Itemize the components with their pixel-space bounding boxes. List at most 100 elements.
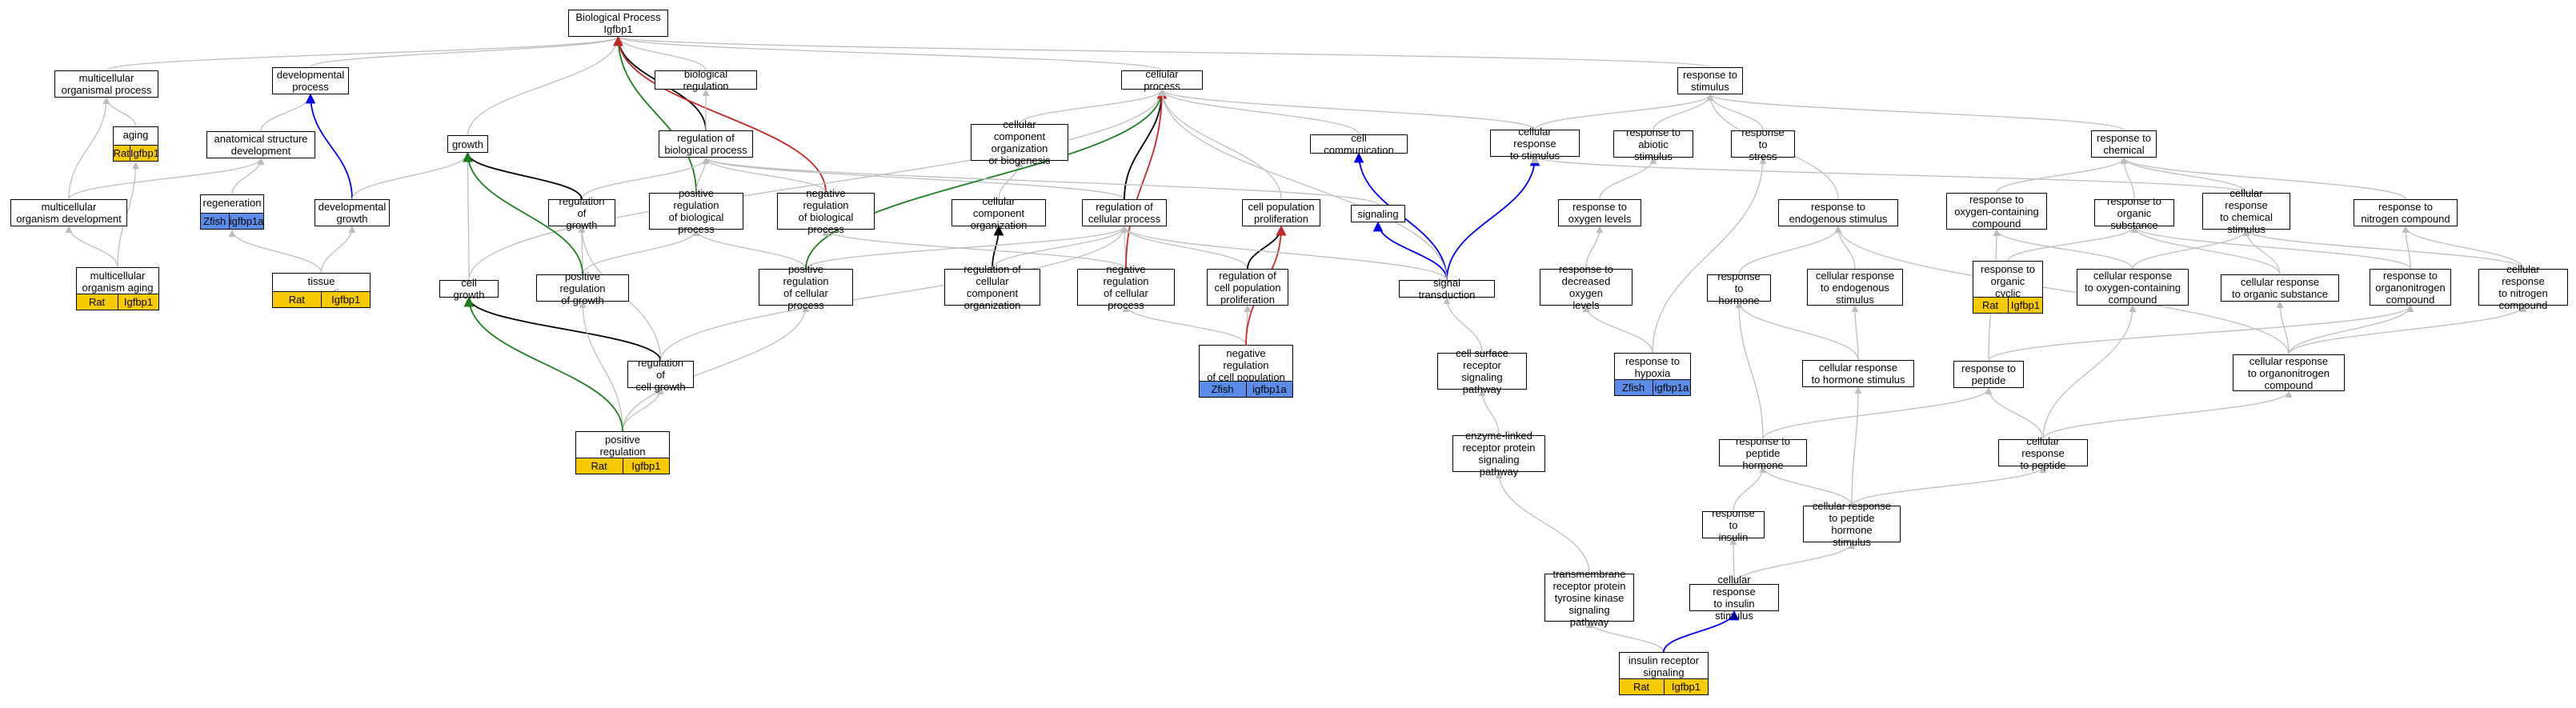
go-term-response-to-decreased-oxygen-levels[interactable]: response to decreased oxygen levels [1540,263,1633,311]
go-term-anatomical-structure-development[interactable]: anatomical structure development [206,131,315,158]
edge-croxy-to-crchem [2132,229,2250,270]
go-term-negative-regulation-of-biological-process[interactable]: negative regulation of biological proces… [777,187,875,235]
go-term-cellular-response-to-insulin-stimulus[interactable]: cellular response to insulin stimulus [1689,574,1779,622]
edge-crhormone-to-rhormone [1735,301,1859,361]
go-term-label: response to nitrogen compound [2361,201,2450,225]
go-term-label: signal transduction [1418,277,1476,301]
go-term-label: multicellular organism development [16,201,122,225]
go-term-response-to-endogenous-stimulus[interactable]: response to endogenous stimulus [1778,199,1898,226]
go-term-label: transmembrane receptor protein tyrosine … [1552,567,1626,628]
edge-regcco-to-cco [992,225,1004,270]
go-term-negative-regulation-of-cell-population-proliferation[interactable]: negative regulation of cell population p… [1198,345,1294,398]
go-term-response-to-nitrogen-compound[interactable]: response to nitrogen compound [2354,199,2458,226]
go-term-cell-communication[interactable]: cell communication [1310,132,1408,156]
go-term-cellular-response-to-oxygen-containing-compound[interactable]: cellular response to oxygen-containing c… [2077,269,2189,306]
go-term-response-to-chemical[interactable]: response to chemical [2091,130,2157,158]
edge-crchem-to-rchem [2120,157,2247,194]
go-term-positive-regulation-of-cell-growth[interactable]: positive regulation of cell growthRatIgf… [575,431,671,474]
go-term-response-to-stress[interactable]: response to stress [1731,126,1795,162]
edge-anatdev-to-devproc [260,94,314,132]
go-term-negative-regulation-of-cellular-process[interactable]: negative regulation of cellular process [1077,263,1175,311]
go-term-signaling[interactable]: signaling [1351,205,1405,222]
go-term-response-to-stimulus[interactable]: response to stimulus [1677,67,1743,94]
go-term-response-to-hormone[interactable]: response to hormone [1707,270,1771,306]
go-term-response-to-oxygen-containing-compound[interactable]: response to oxygen-containing compound [1946,193,2047,230]
go-term-cellular-response-to-hormone-stimulus[interactable]: cellular response to hormone stimulus [1802,360,1914,387]
go-term-cellular-response-to-stimulus[interactable]: cellular response to stimulus [1490,126,1580,162]
species-badge: Rat [288,294,305,306]
go-term-cell-population-proliferation[interactable]: cell population proliferation [1242,199,1320,226]
go-term-signal-transduction[interactable]: signal transduction [1399,277,1495,301]
go-term-growth[interactable]: growth [447,135,488,153]
go-term-cellular-response-to-endogenous-stimulus[interactable]: cellular response to endogenous stimulus [1807,269,1903,306]
go-term-cell-growth[interactable]: cell growth [439,277,499,301]
go-term-label: cellular process [1144,68,1180,92]
go-term-positive-regulation-of-growth[interactable]: positive regulation of growth [536,270,629,306]
edge-crpeptide-to-crorgnitro [2042,390,2293,440]
go-term-label: multicellular organismal process [61,72,152,96]
edge-crtostim-to-cellproc [1158,89,1536,130]
go-term-cellular-response-to-chemical-stimulus[interactable]: cellular response to chemical stimulus [2202,187,2290,235]
go-term-cellular-component-organization-or-biogenesis[interactable]: cellular component organization or bioge… [971,118,1068,166]
go-term-label: positive regulation of growth [559,270,606,306]
go-term-cellular-component-organization[interactable]: cellular component organization [951,195,1046,231]
go-term-developmental-growth[interactable]: developmental growth [314,199,390,226]
go-term-response-to-insulin[interactable]: response to insulin [1702,507,1765,543]
go-term-biological-regulation[interactable]: biological regulation [655,68,757,92]
go-term-response-to-oxygen-levels[interactable]: response to oxygen levels [1558,199,1641,226]
go-term-regulation-of-cellular-component-organization[interactable]: regulation of cellular component organiz… [944,263,1040,311]
go-term-label: positive regulation of cellular process [783,263,829,311]
go-term-regulation-of-cellular-process[interactable]: regulation of cellular process [1082,199,1167,226]
go-term-cellular-response-to-peptide-hormone-stimulus[interactable]: cellular response to peptide hormone sti… [1803,500,1901,548]
go-term-label: response to hypoxia [1625,355,1680,379]
go-term-response-to-abiotic-stimulus[interactable]: response to abiotic stimulus [1613,126,1693,162]
edge-rchem-to-rtostim [1706,94,2125,131]
edge-insrsp-to-crinsulin [1663,610,1740,653]
go-term-response-to-peptide-hormone[interactable]: response to peptide hormone [1719,435,1807,471]
go-term-label: cellular response to hormone stimulus [1811,362,1905,386]
go-term-biological-process-igfbp1[interactable]: Biological Process Igfbp1 [568,10,668,37]
edge-sigtrans-to-signaling [1372,221,1448,281]
go-term-multicellular-organismal-process[interactable]: multicellular organismal process [54,70,158,98]
go-term-cellular-response-to-nitrogen-compound[interactable]: cellular response to nitrogen compound [2478,263,2568,311]
edge-sigtrans-to-regcp [1120,226,1448,281]
go-term-cellular-response-to-peptide[interactable]: cellular response to peptide [1998,435,2088,471]
go-term-cellular-process[interactable]: cellular process [1121,68,1203,92]
go-term-label: cellular response to insulin stimulus [1713,574,1756,622]
go-term-regulation-of-growth[interactable]: regulation of growth [548,195,615,231]
species-badge: Rat [591,460,607,472]
go-term-label: response to chemical [2097,132,2151,156]
go-term-regulation-of-cell-population-proliferation[interactable]: regulation of cell population proliferat… [1207,269,1288,306]
go-term-cellular-response-to-organonitrogen-compound[interactable]: cellular response to organonitrogen comp… [2233,354,2345,391]
go-term-response-to-peptide[interactable]: response to peptide [1953,361,2024,388]
go-term-regulation-of-biological-process[interactable]: regulation of biological process [659,130,753,158]
go-term-response-to-organonitrogen-compound[interactable]: response to organonitrogen compound [2370,269,2451,306]
go-term-developmental-process[interactable]: developmental process [272,67,349,94]
edge-elrpsp-to-csrsp [1478,389,1500,436]
go-term-label: Biological Process Igfbp1 [575,11,661,35]
go-term-insulin-receptor-signaling-pathway[interactable]: insulin receptor signaling pathwayRatIgf… [1618,652,1709,695]
go-term-multicellular-organism-development[interactable]: multicellular organism development [10,199,127,226]
go-term-enzyme-linked-receptor-protein-signaling-pathway[interactable]: enzyme-linked receptor protein signaling… [1452,430,1545,478]
go-term-regulation-of-cell-growth[interactable]: regulation of cell growth [627,357,694,393]
edge-multidev-to-anatdev [68,158,265,200]
go-term-response-to-organic-cyclic-compound[interactable]: response to organic cyclic compoundRatIg… [1972,261,2044,314]
go-term-positive-regulation-of-cellular-process[interactable]: positive regulation of cellular process [759,263,853,311]
edge-negregcp-to-negregbp [822,229,1127,270]
go-term-cell-surface-receptor-signaling-pathway[interactable]: cell surface receptor signaling pathway [1437,347,1527,395]
edge-regcp-to-cellproc [1124,88,1168,200]
go-term-tissue-regeneration[interactable]: tissue regenerationRatIgfbp1 [271,273,371,308]
edge-devgrowth-to-growth [351,152,472,200]
edge-negregbp-to-bp [613,35,827,194]
go-term-positive-regulation-of-biological-process[interactable]: positive regulation of biological proces… [649,187,743,235]
go-term-cellular-response-to-organic-substance[interactable]: cellular response to organic substance [2221,274,2339,302]
go-term-label: developmental process [276,69,345,93]
go-term-transmembrane-receptor-protein-tyrosine-kinase-signaling-pathway[interactable]: transmembrane receptor protein tyrosine … [1544,567,1634,628]
go-term-response-to-organic-substance[interactable]: response to organic substance [2094,194,2174,231]
go-term-label: response to organic substance [2107,194,2161,231]
